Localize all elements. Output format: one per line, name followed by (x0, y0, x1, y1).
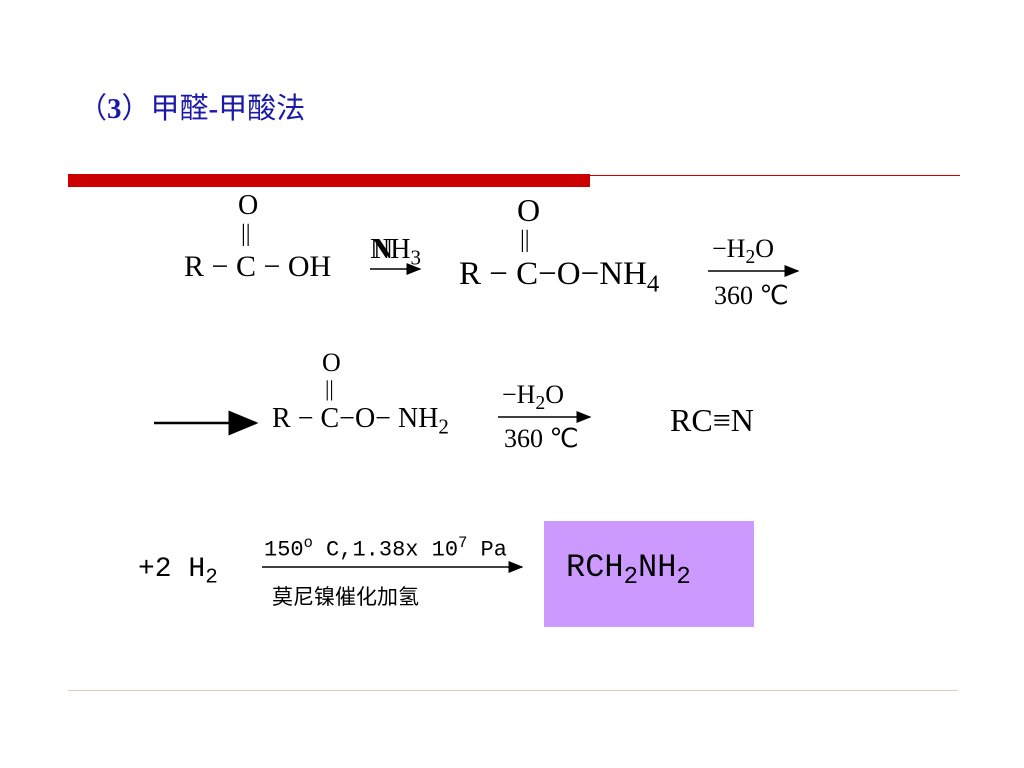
amine-product: RCH2NH2 (566, 552, 691, 590)
amide-formula: R − C−O− NH2 (272, 405, 449, 437)
title-part2: 甲酸法 (218, 91, 306, 125)
title-dash: - (208, 93, 219, 125)
h2-main: +2 H (138, 554, 206, 585)
nh3-sub: 3 (410, 245, 421, 270)
reagent-nh3: NH3 (370, 236, 421, 268)
amide-r: R (272, 403, 291, 434)
acid-formula: R − C − OH (184, 252, 331, 282)
cond2-temp: 360 ℃ (504, 424, 579, 453)
salt-carbonyl-o: O (517, 192, 541, 228)
amine-sub1: 2 (623, 564, 639, 592)
header-red-line (590, 175, 960, 176)
amine-nh: NH (638, 549, 677, 586)
amide-sub: 2 (438, 414, 449, 439)
hydrogen-reagent: +2 H2 (138, 554, 218, 590)
nitrile-product: RC≡N (670, 402, 754, 438)
cond1-o: O (755, 234, 774, 263)
cond3-ten: 10 (418, 537, 459, 563)
cond2-h: −H (502, 380, 536, 409)
cond1-sub: 2 (745, 246, 756, 268)
acid-double-bond: || (241, 221, 251, 247)
h2-sub: 2 (205, 566, 218, 590)
header-red-bar (68, 174, 590, 187)
cond2-top: −H2O (502, 380, 564, 414)
title-part1: ）甲醛 (121, 91, 209, 125)
cond3-unit: Pa (467, 537, 507, 563)
title-paren-open: （ (78, 91, 108, 125)
cond1-h: −H (712, 234, 746, 263)
amide-rest: −O− NH (339, 403, 439, 434)
acid-r: R (184, 250, 205, 283)
cond3-times: x (405, 537, 419, 563)
cond3-degree: o (303, 534, 313, 552)
nh3-main: NH (370, 234, 411, 265)
cond1-temp: 360 ℃ (714, 281, 789, 310)
product-highlight-box (544, 521, 754, 627)
salt-sub: 4 (646, 270, 660, 298)
acid-bond2: − (263, 250, 281, 283)
amine-sub2: 2 (676, 564, 691, 592)
amide-bond1: − (297, 403, 314, 434)
salt-r: R (459, 256, 482, 292)
cond3-exponent: 7 (458, 534, 468, 552)
reagent-overstrike: N (373, 234, 394, 265)
amine-rch: RCH (566, 549, 624, 586)
cond2-sub: 2 (535, 392, 546, 414)
salt-bond1: − (489, 256, 508, 292)
catalyst-label: 莫尼镍催化加氢 (272, 585, 419, 609)
cond2-o: O (545, 380, 564, 409)
acid-bond1: − (211, 250, 229, 283)
cond3-temp: 150 (264, 537, 304, 563)
salt-double-bond: || (520, 227, 530, 253)
salt-formula: R − C−O−NH4 (459, 258, 659, 297)
cond3-pressure: C,1.38 (312, 537, 406, 563)
title-number: 3 (107, 93, 122, 125)
acid-c: C (235, 250, 256, 283)
amide-double-bond: || (325, 376, 334, 401)
hydrogenation-condition: 150o C,1.38x 107 Pa (264, 534, 507, 563)
amide-carbonyl-o: O (322, 348, 341, 377)
cond1-top: −H2O (712, 234, 774, 268)
acid-oh: OH (287, 250, 332, 283)
salt-rest: −O−NH (538, 256, 647, 292)
acid-carbonyl-o: O (238, 190, 259, 221)
page-title: （3）甲醛-甲酸法 (78, 94, 305, 124)
salt-c: C (516, 256, 539, 292)
amide-c: C (320, 403, 340, 434)
footer-divider (68, 690, 958, 691)
